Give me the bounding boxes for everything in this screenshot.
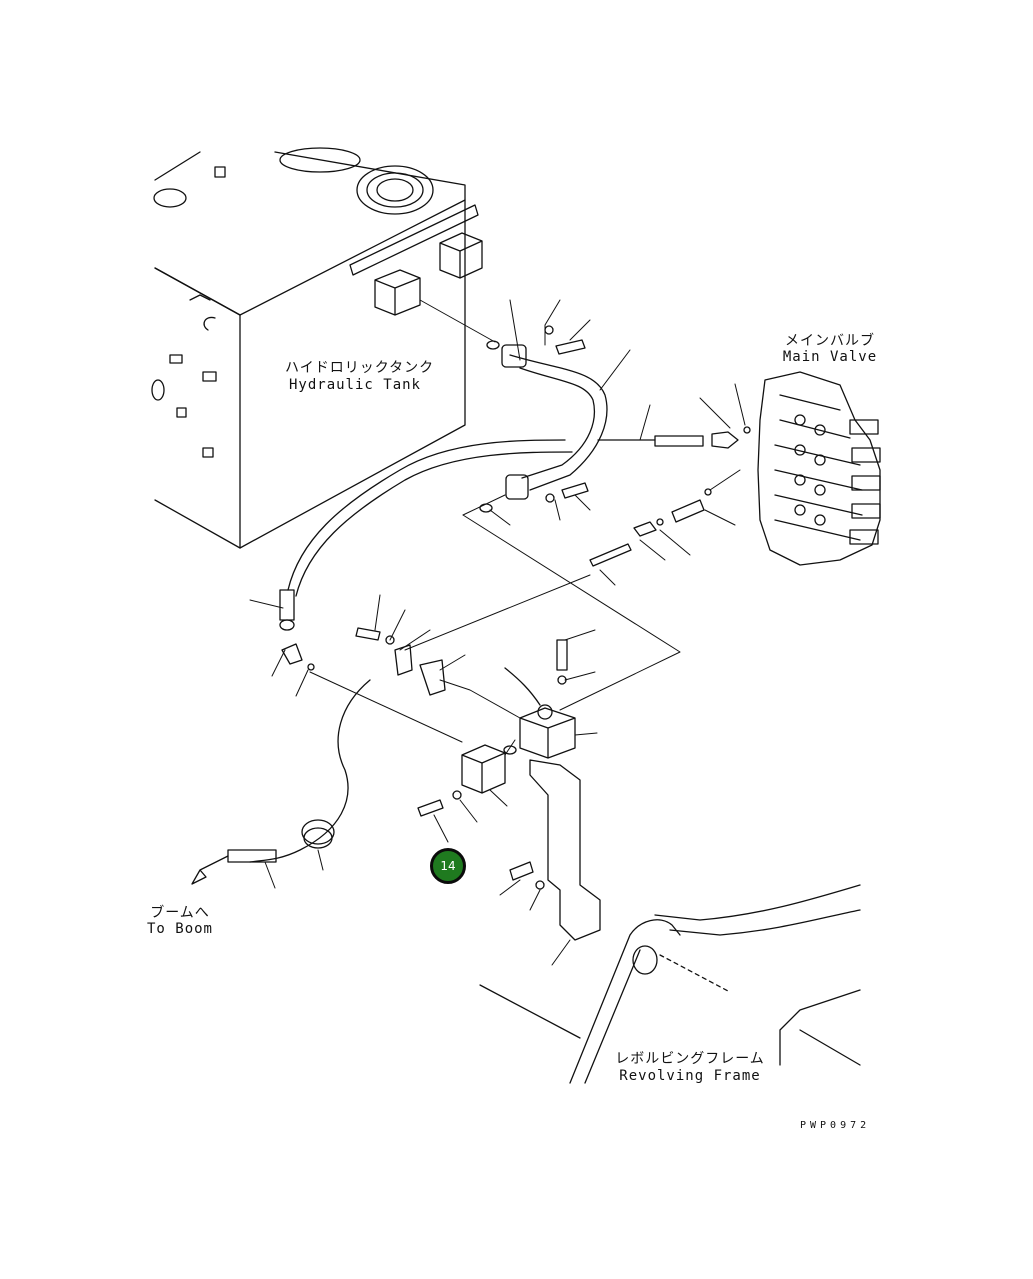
hydraulic-tank [151,147,483,549]
valve-block [417,639,601,941]
hydraulic-tank-label-en: Hydraulic Tank [288,377,421,393]
revolving-frame-label-jp: レボルビングフレーム [615,1051,765,1067]
revolving-frame-label-en: Revolving Frame [619,1068,761,1084]
main-valve-label-en: Main Valve [782,349,878,365]
main-valve [757,371,881,566]
revolving-frame [479,884,861,1084]
to-boom-label-en: To Boom [146,921,213,937]
hydraulic-tank-label-jp: ハイドロリックタンク [285,360,435,376]
drawing-number: PWP0972 [800,1120,871,1131]
to-boom-label-jp: ブームへ [150,905,210,921]
main-valve-label-jp: メインバルブ [785,333,875,349]
part-callout-14[interactable]: 14 [430,848,466,884]
boom-hose [191,679,371,885]
leader-lines [249,299,746,966]
pipe-assembly [287,344,656,597]
